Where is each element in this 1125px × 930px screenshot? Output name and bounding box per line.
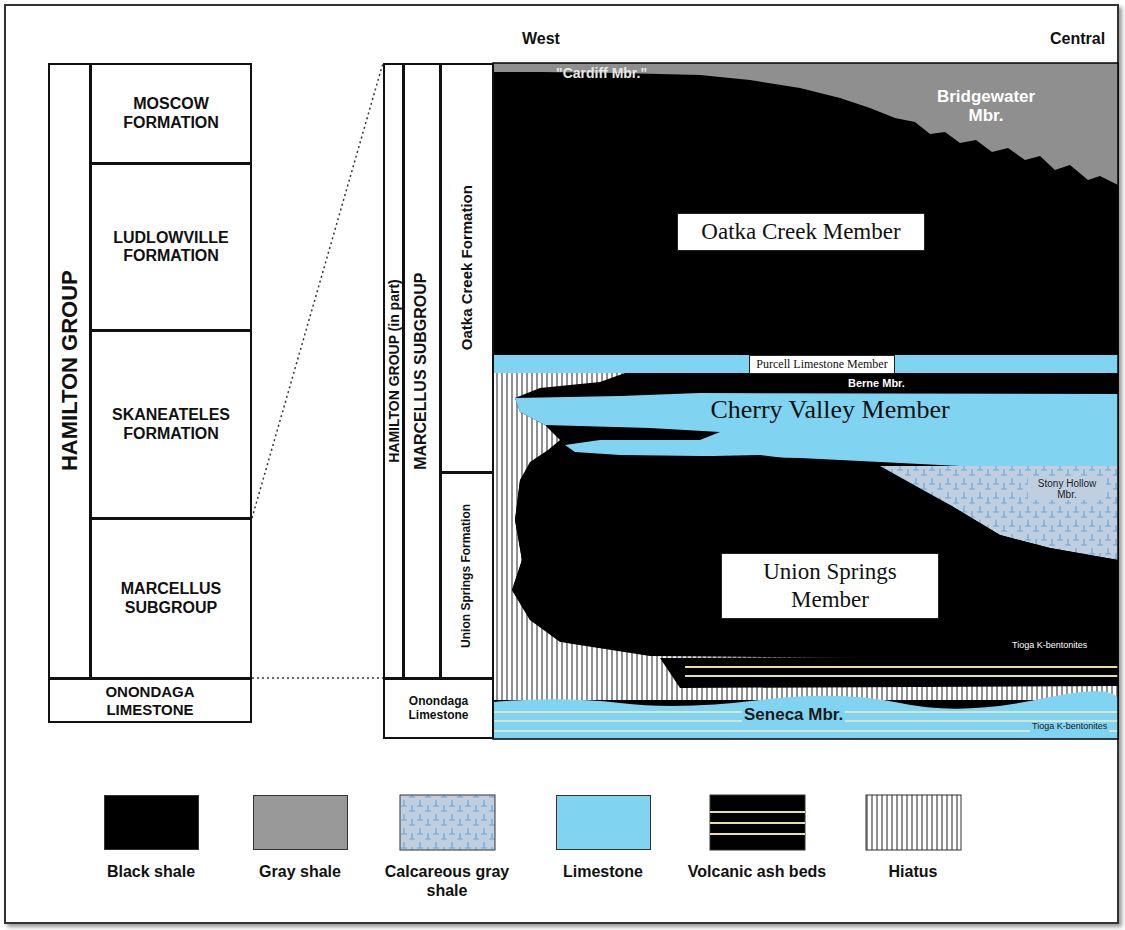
art-rect	[710, 795, 805, 850]
group-column: HAMILTON GROUP (in part)	[383, 63, 404, 679]
art-polygon	[515, 393, 1118, 470]
formation-column: Union Springs Formation	[440, 472, 494, 679]
art-rect	[493, 63, 1118, 739]
art-rect	[866, 795, 961, 850]
art-rect	[493, 63, 1118, 739]
node-text: Union Springs Member	[730, 558, 930, 613]
node-text: ONONDAGA LIMESTONE	[85, 683, 215, 718]
art-line	[685, 675, 1118, 677]
member-label-box: Oatka Creek Member	[677, 213, 925, 251]
art-rect	[400, 795, 495, 850]
node-text: Purcell Limestone Member	[756, 357, 887, 371]
section-label: Tioga K-bentonites	[1012, 641, 1087, 651]
legend-text: Black shale	[79, 862, 223, 881]
legend-text: Volcanic ash beds	[685, 862, 829, 881]
formation-box: MARCELLUS SUBGROUP	[90, 518, 252, 679]
node-text: Onondaga Limestone	[394, 695, 484, 723]
node-text: MOSCOW FORMATION	[101, 95, 241, 132]
section-label: West	[522, 30, 560, 48]
formation-box: LUDLOWVILLE FORMATION	[90, 163, 252, 331]
section-label: Cherry Valley Member	[700, 396, 960, 423]
node-text: LUDLOWVILLE FORMATION	[101, 229, 241, 266]
section-label: Stony Hollow Mbr.	[1028, 478, 1106, 500]
art-line	[493, 730, 1118, 732]
art-line	[252, 63, 383, 518]
member-label-box: Purcell Limestone Member	[749, 355, 895, 374]
group-column: HAMILTON GROUP	[48, 63, 91, 679]
member-label-box: Union Springs Member	[721, 553, 939, 619]
art-line	[710, 822, 805, 824]
art-polygon	[493, 63, 1118, 185]
legend-swatch	[104, 795, 199, 850]
node-text: Oatka Creek Member	[686, 218, 916, 246]
legend-swatch	[253, 795, 348, 850]
art-polygon	[660, 656, 1118, 688]
formation-box: Onondaga Limestone	[383, 678, 494, 739]
art-polygon	[512, 455, 1118, 660]
art-path	[493, 691, 1118, 739]
art-line	[685, 666, 1118, 668]
node-text: Oatka Creek Formation	[458, 185, 475, 350]
section-label: Berne Mbr.	[848, 377, 905, 389]
art-line	[252, 677, 383, 679]
art-line	[710, 811, 805, 813]
art-g	[710, 795, 805, 850]
art-rect	[493, 355, 1118, 373]
node-text: Union Springs Formation	[460, 503, 474, 647]
legend-text: Calcareous gray shale	[375, 862, 519, 900]
node-text: MARCELLUS SUBGROUP	[413, 272, 431, 469]
legend-text: Gray shale	[228, 862, 372, 881]
subgroup-column: MARCELLUS SUBGROUP	[403, 63, 441, 679]
section-label: "Cardiff Mbr."	[556, 66, 647, 81]
art-line	[710, 833, 805, 835]
section-label: Central	[1050, 30, 1105, 48]
legend-text: Limestone	[531, 862, 675, 881]
node-text: SKANEATELES FORMATION	[101, 406, 241, 443]
legend-swatch	[556, 795, 651, 850]
formation-box: MOSCOW FORMATION	[90, 63, 252, 164]
formation-box: SKANEATELES FORMATION	[90, 330, 252, 519]
section-label: Bridgewater Mbr.	[930, 88, 1042, 125]
node-text: HAMILTON GROUP	[57, 271, 82, 472]
node-text: HAMILTON GROUP (in part)	[385, 279, 401, 463]
node-text: MARCELLUS SUBGROUP	[101, 580, 241, 617]
section-label: Tioga K-bentonites	[1030, 722, 1109, 732]
formation-column: Oatka Creek Formation	[440, 63, 494, 473]
legend-text: Hiatus	[841, 862, 985, 881]
section-label: Seneca Mbr.	[742, 706, 845, 725]
formation-box: ONONDAGA LIMESTONE	[48, 678, 252, 723]
art-polygon	[493, 640, 1118, 700]
